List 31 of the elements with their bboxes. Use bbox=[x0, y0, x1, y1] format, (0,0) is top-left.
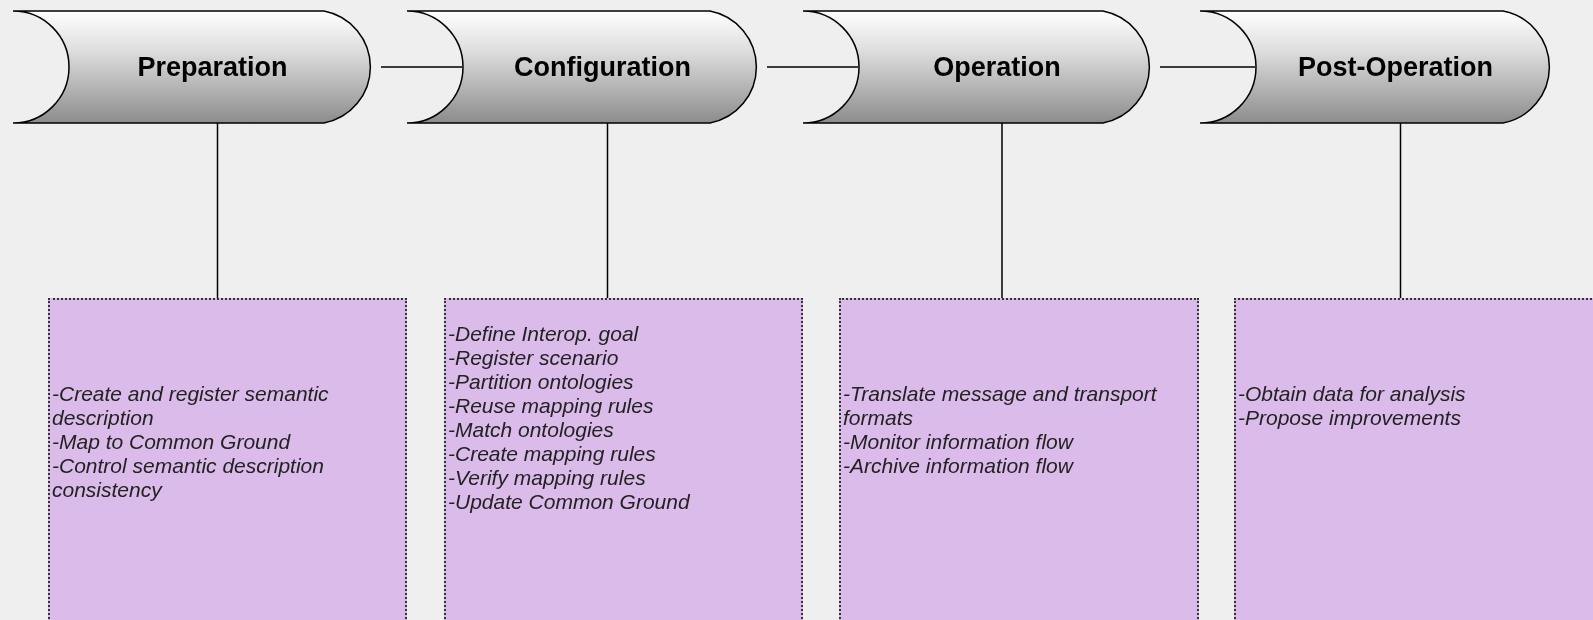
task-text: -Control semantic description consistency bbox=[52, 454, 325, 502]
connector-line bbox=[1001, 122, 1003, 299]
task-text: -Map to Common Ground bbox=[52, 430, 292, 454]
task-text: -Propose improvements bbox=[1238, 406, 1462, 430]
phase-title: Configuration bbox=[514, 51, 691, 83]
task-text: -Reuse mapping rules bbox=[448, 394, 655, 418]
phase-title: Preparation bbox=[137, 51, 288, 83]
task-list-box bbox=[444, 298, 803, 620]
connector-line bbox=[766, 66, 859, 68]
connector-line bbox=[606, 122, 609, 299]
task-list-box bbox=[48, 298, 407, 620]
task-list-box bbox=[839, 298, 1199, 620]
task-text: -Update Common Ground bbox=[448, 490, 691, 514]
task-text: -Archive information flow bbox=[843, 454, 1075, 478]
task-list-box bbox=[1234, 298, 1593, 620]
task-text: -Obtain data for analysis bbox=[1238, 382, 1467, 406]
task-text: -Match ontologies bbox=[448, 418, 615, 442]
connector-line bbox=[1399, 122, 1402, 299]
task-text: -Create and register semantic description bbox=[52, 382, 330, 430]
task-text: -Create mapping rules bbox=[448, 442, 657, 466]
connector-line bbox=[216, 122, 219, 299]
task-text: -Monitor information flow bbox=[843, 430, 1075, 454]
task-text: -Define Interop. goal bbox=[448, 322, 640, 346]
phase-title: Post-Operation bbox=[1298, 51, 1493, 83]
phase-title: Operation bbox=[933, 51, 1061, 83]
task-text: -Translate message and transport formats bbox=[843, 382, 1159, 430]
connector-line bbox=[1159, 66, 1256, 68]
task-text: -Verify mapping rules bbox=[448, 466, 647, 490]
task-text: -Partition ontologies bbox=[448, 370, 635, 394]
connector-line bbox=[380, 66, 463, 68]
task-text: -Register scenario bbox=[448, 346, 620, 370]
